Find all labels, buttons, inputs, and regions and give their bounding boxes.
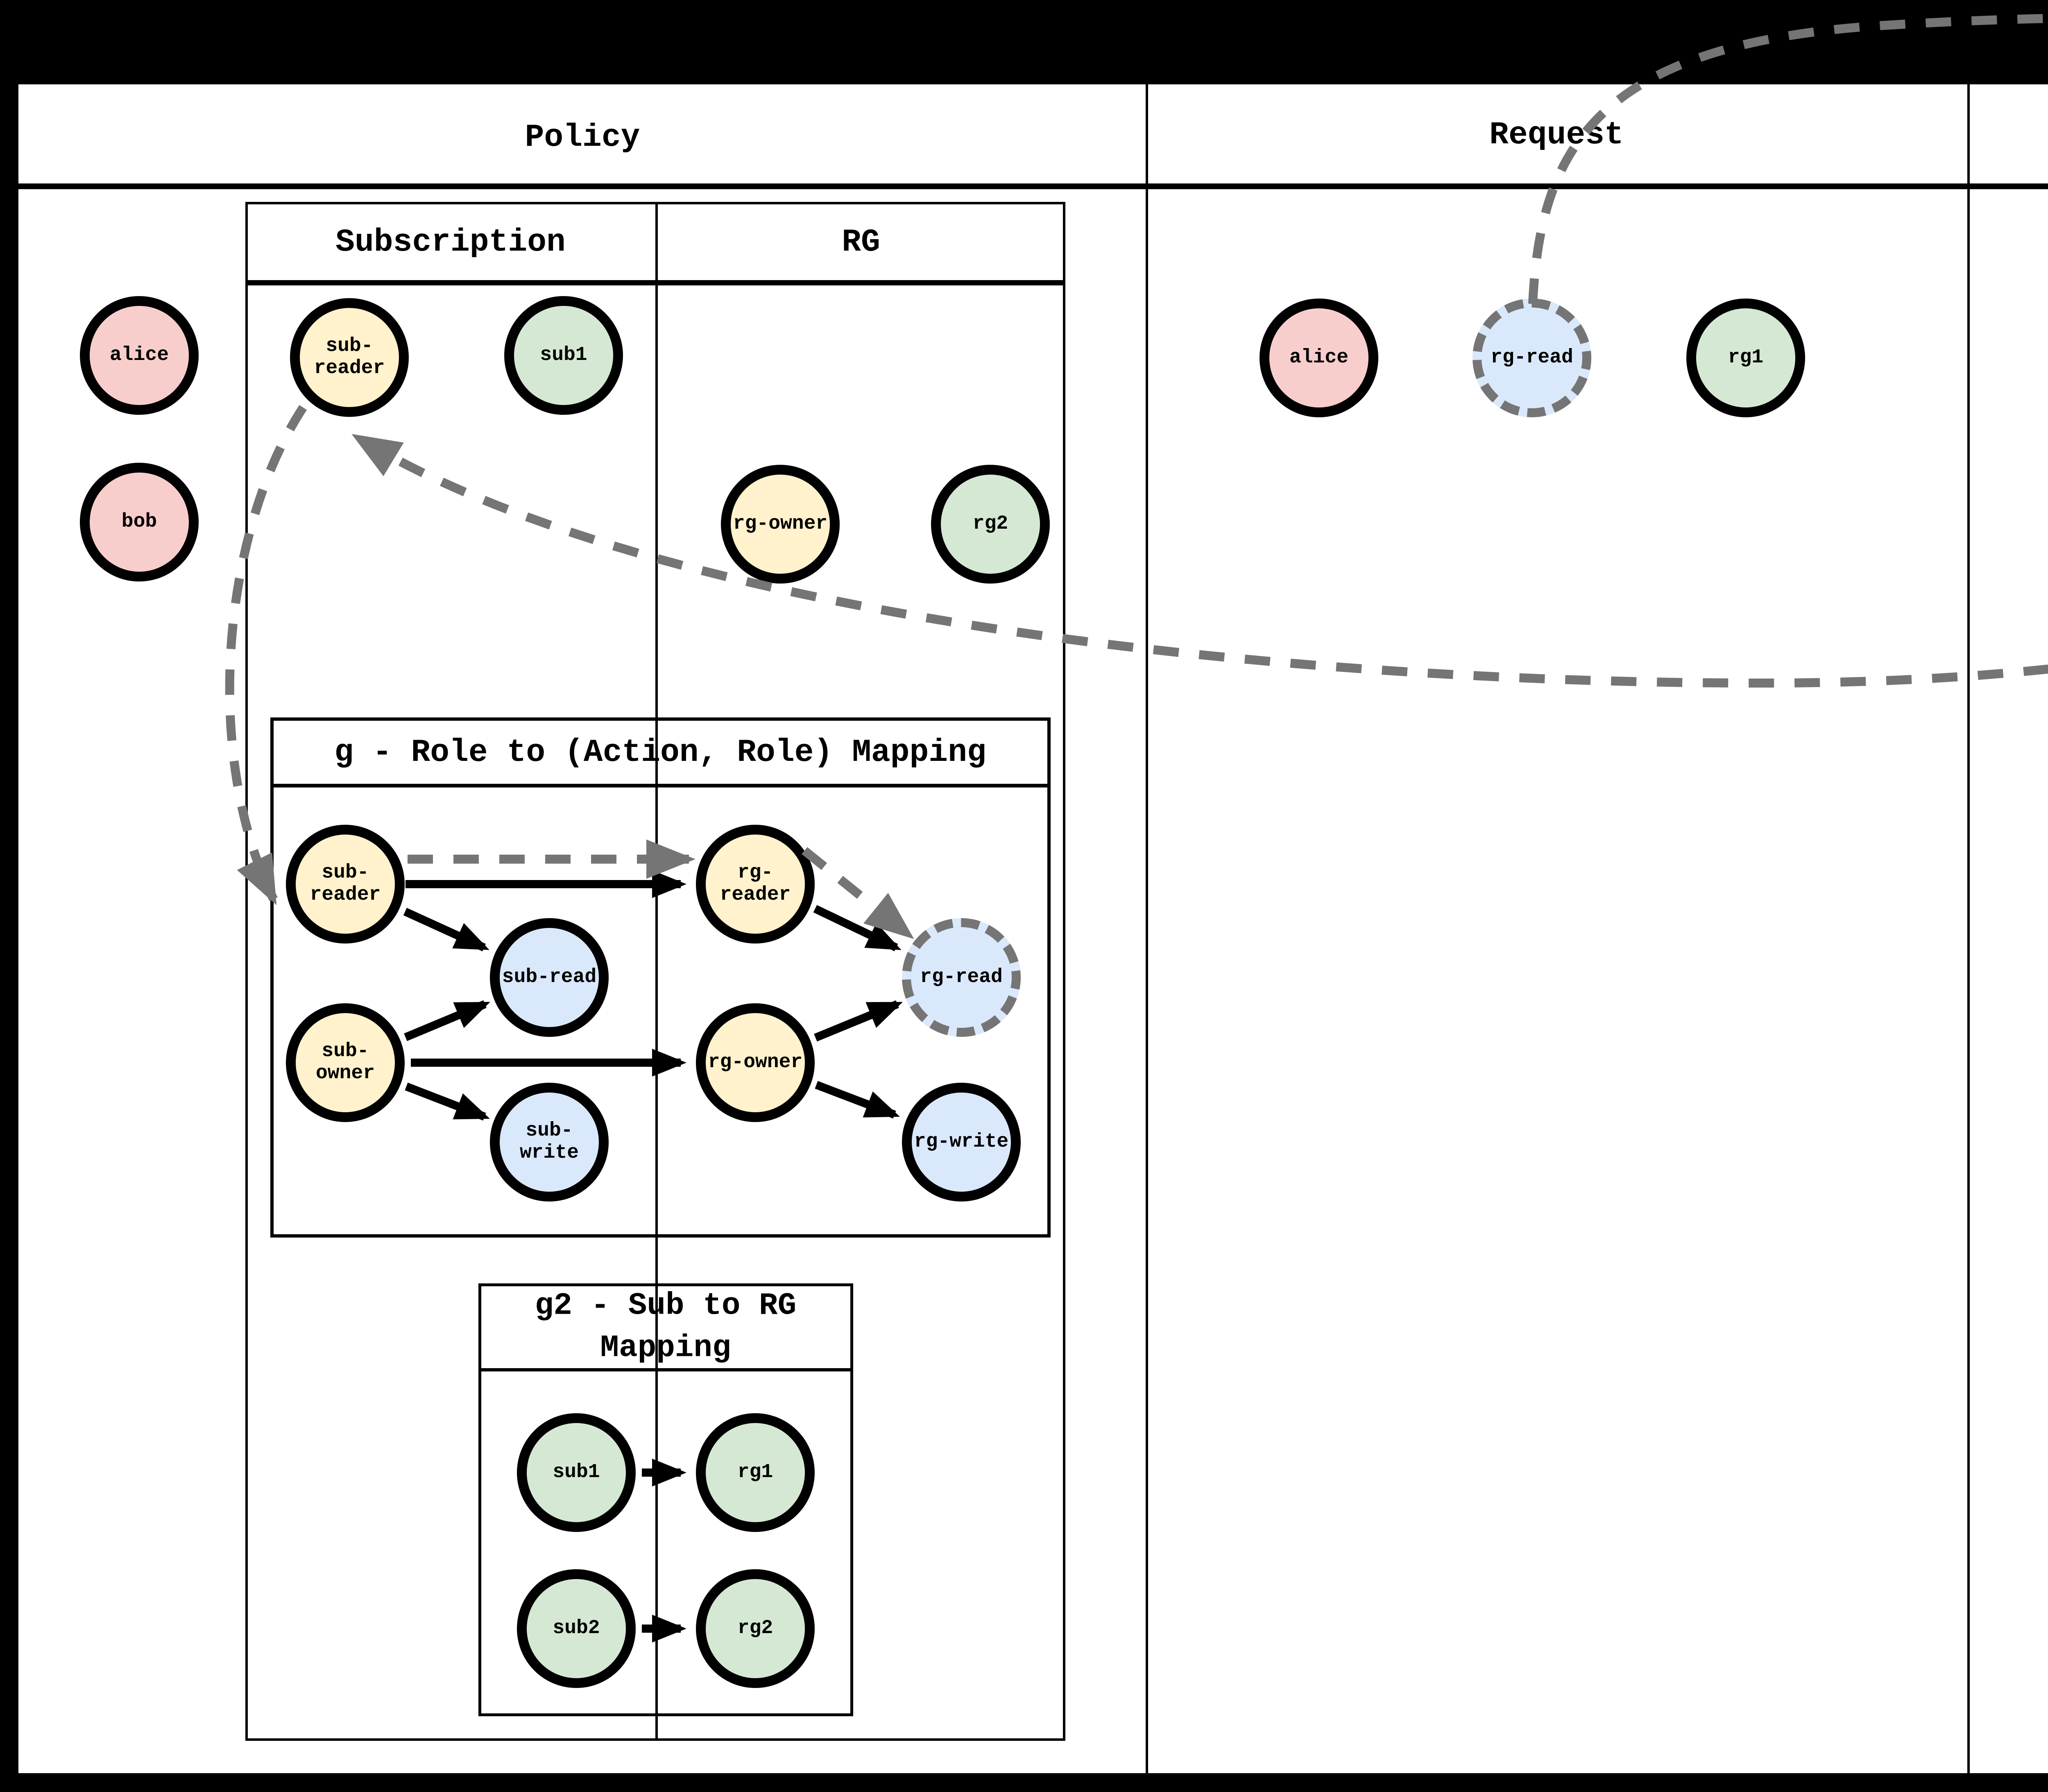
node-policy-alice: alice xyxy=(80,296,199,415)
node-policy-sub1: sub1 xyxy=(504,296,623,415)
subscription-rg-divider xyxy=(655,202,658,1741)
node-g-sub-owner: sub-owner xyxy=(286,1003,405,1122)
node-g2-rg1: rg1 xyxy=(696,1413,815,1532)
node-g-sub-write: sub-write xyxy=(490,1083,609,1201)
node-policy-sub-reader: sub-reader xyxy=(290,298,409,417)
table-header-subscription: Subscription xyxy=(335,224,566,260)
node-g-rg-reader: rg-reader xyxy=(696,825,815,944)
g2-mapping-box xyxy=(478,1283,853,1716)
node-request-rg-read-highlighted: rg-read xyxy=(1473,299,1591,417)
g2-mapping-title-line2: Mapping xyxy=(600,1330,731,1365)
node-request-alice: alice xyxy=(1260,299,1378,417)
node-policy-rg2: rg2 xyxy=(931,465,1050,584)
table-header-rg: RG xyxy=(842,224,880,260)
column-title-policy: Policy xyxy=(525,120,640,156)
node-g-rg-write: rg-write xyxy=(902,1083,1021,1201)
g2-mapping-title-rule xyxy=(478,1368,853,1371)
node-g-rg-owner: rg-owner xyxy=(696,1003,815,1122)
request-matching-divider xyxy=(1967,84,1970,1773)
g-mapping-title-rule xyxy=(270,784,1051,787)
node-policy-rg-owner: rg-owner xyxy=(721,465,840,584)
g2-mapping-title-line1: g2 - Sub to RG xyxy=(535,1288,797,1324)
node-g2-sub1: sub1 xyxy=(517,1413,636,1532)
node-g2-rg2: rg2 xyxy=(696,1569,815,1688)
column-title-request: Request xyxy=(1489,117,1624,153)
g-mapping-box xyxy=(270,717,1051,1238)
node-g-sub-reader: sub-reader xyxy=(286,825,405,944)
header-rule xyxy=(18,183,2048,189)
node-g2-sub2: sub2 xyxy=(517,1569,636,1688)
g-mapping-title: g - Role to (Action, Role) Mapping xyxy=(334,735,986,771)
node-policy-bob: bob xyxy=(80,463,199,581)
subscription-rg-header-rule xyxy=(245,280,1065,285)
node-request-rg1: rg1 xyxy=(1686,299,1805,417)
policy-request-divider xyxy=(1146,84,1148,1773)
node-g-rg-read-highlighted: rg-read xyxy=(902,918,1021,1037)
node-g-sub-read: sub-read xyxy=(490,918,609,1037)
g2-mapping-title: g2 - Sub to RG Mapping xyxy=(535,1285,797,1369)
